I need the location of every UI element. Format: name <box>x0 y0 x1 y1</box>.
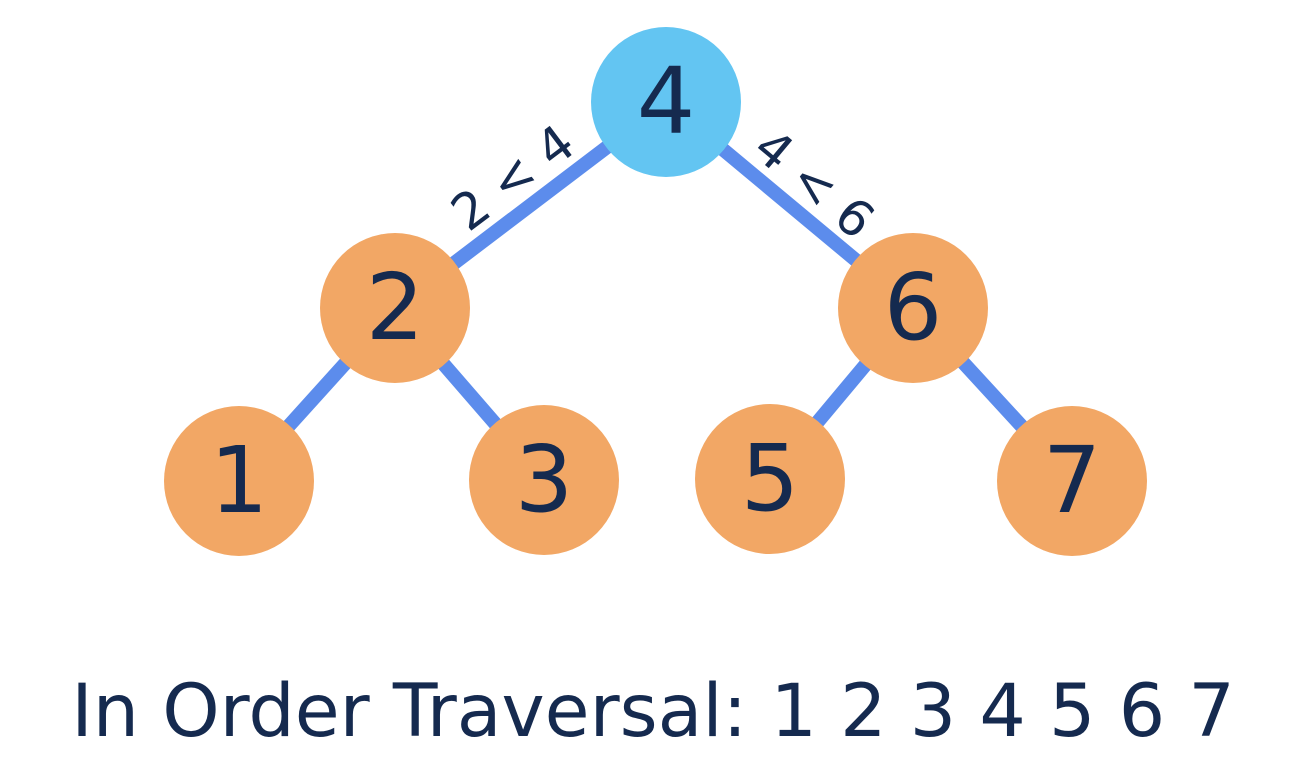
node-value: 5 <box>740 425 800 532</box>
node-value: 4 <box>636 48 696 155</box>
node-value: 3 <box>514 426 574 533</box>
tree-node-3: 3 <box>469 405 619 555</box>
node-value: 2 <box>365 254 425 361</box>
in-order-traversal-caption: In Order Traversal: 1 2 3 4 5 6 7 <box>71 669 1235 754</box>
node-value: 1 <box>209 427 269 534</box>
node-value: 7 <box>1042 427 1102 534</box>
tree-node-5: 5 <box>695 404 845 554</box>
tree-node-7: 7 <box>997 406 1147 556</box>
tree-node-2: 2 <box>320 233 470 383</box>
tree-node-6: 6 <box>838 233 988 383</box>
node-value: 6 <box>883 254 943 361</box>
tree-node-4: 4 <box>591 27 741 177</box>
tree-node-1: 1 <box>164 406 314 556</box>
